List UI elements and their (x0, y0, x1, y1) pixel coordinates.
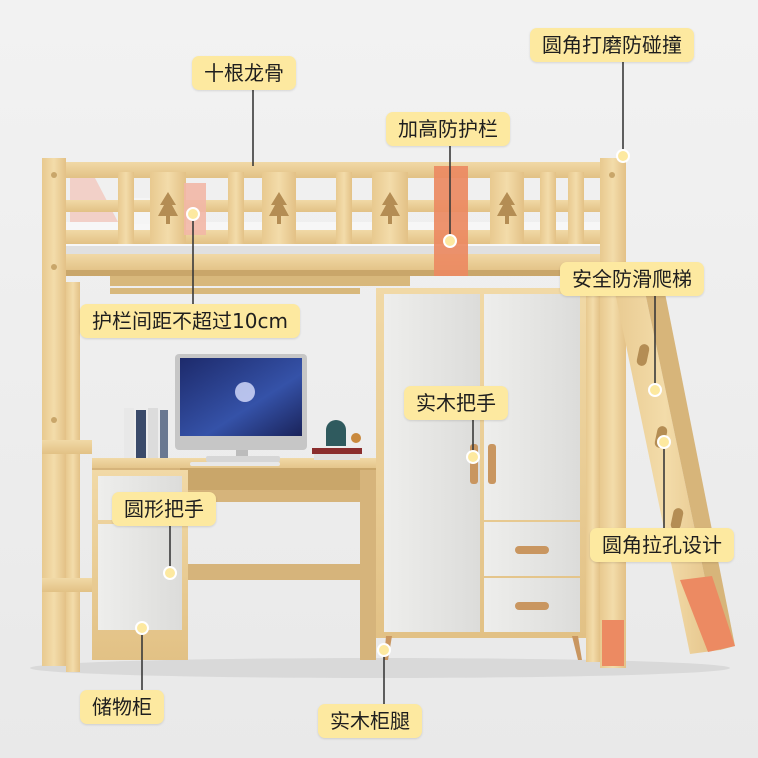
left-posts (42, 158, 92, 672)
right-posts (586, 158, 626, 668)
desk-books (124, 408, 362, 460)
highlighted-guardrail-post (434, 166, 468, 276)
callout-guardrail-spacing: 护栏间距不超过10cm (80, 304, 300, 338)
callout-raised-guardrail: 加高防护栏 (386, 112, 510, 146)
ladder (610, 268, 735, 654)
marker-dots (135, 149, 671, 657)
floor-shadow (30, 658, 730, 678)
desk (92, 458, 376, 660)
callout-antislip-ladder: 安全防滑爬梯 (560, 262, 704, 296)
guardrail (48, 162, 610, 244)
callout-solid-wood-legs: 实木柜腿 (318, 704, 422, 738)
wardrobe (376, 288, 586, 660)
mattress (62, 178, 607, 256)
bed-slats (110, 276, 410, 294)
callout-storage-cabinet: 储物柜 (80, 690, 164, 724)
callout-ten-keels: 十根龙骨 (192, 56, 296, 90)
callout-solid-wood-handle: 实木把手 (404, 386, 508, 420)
callout-rounded-hole-design: 圆角拉孔设计 (590, 528, 734, 562)
callout-rounded-corner-polish: 圆角打磨防碰撞 (530, 28, 694, 62)
callout-round-handle: 圆形把手 (112, 492, 216, 526)
computer-monitor (175, 354, 307, 466)
bed-platform (48, 254, 608, 276)
pointer-lines (141, 58, 665, 705)
